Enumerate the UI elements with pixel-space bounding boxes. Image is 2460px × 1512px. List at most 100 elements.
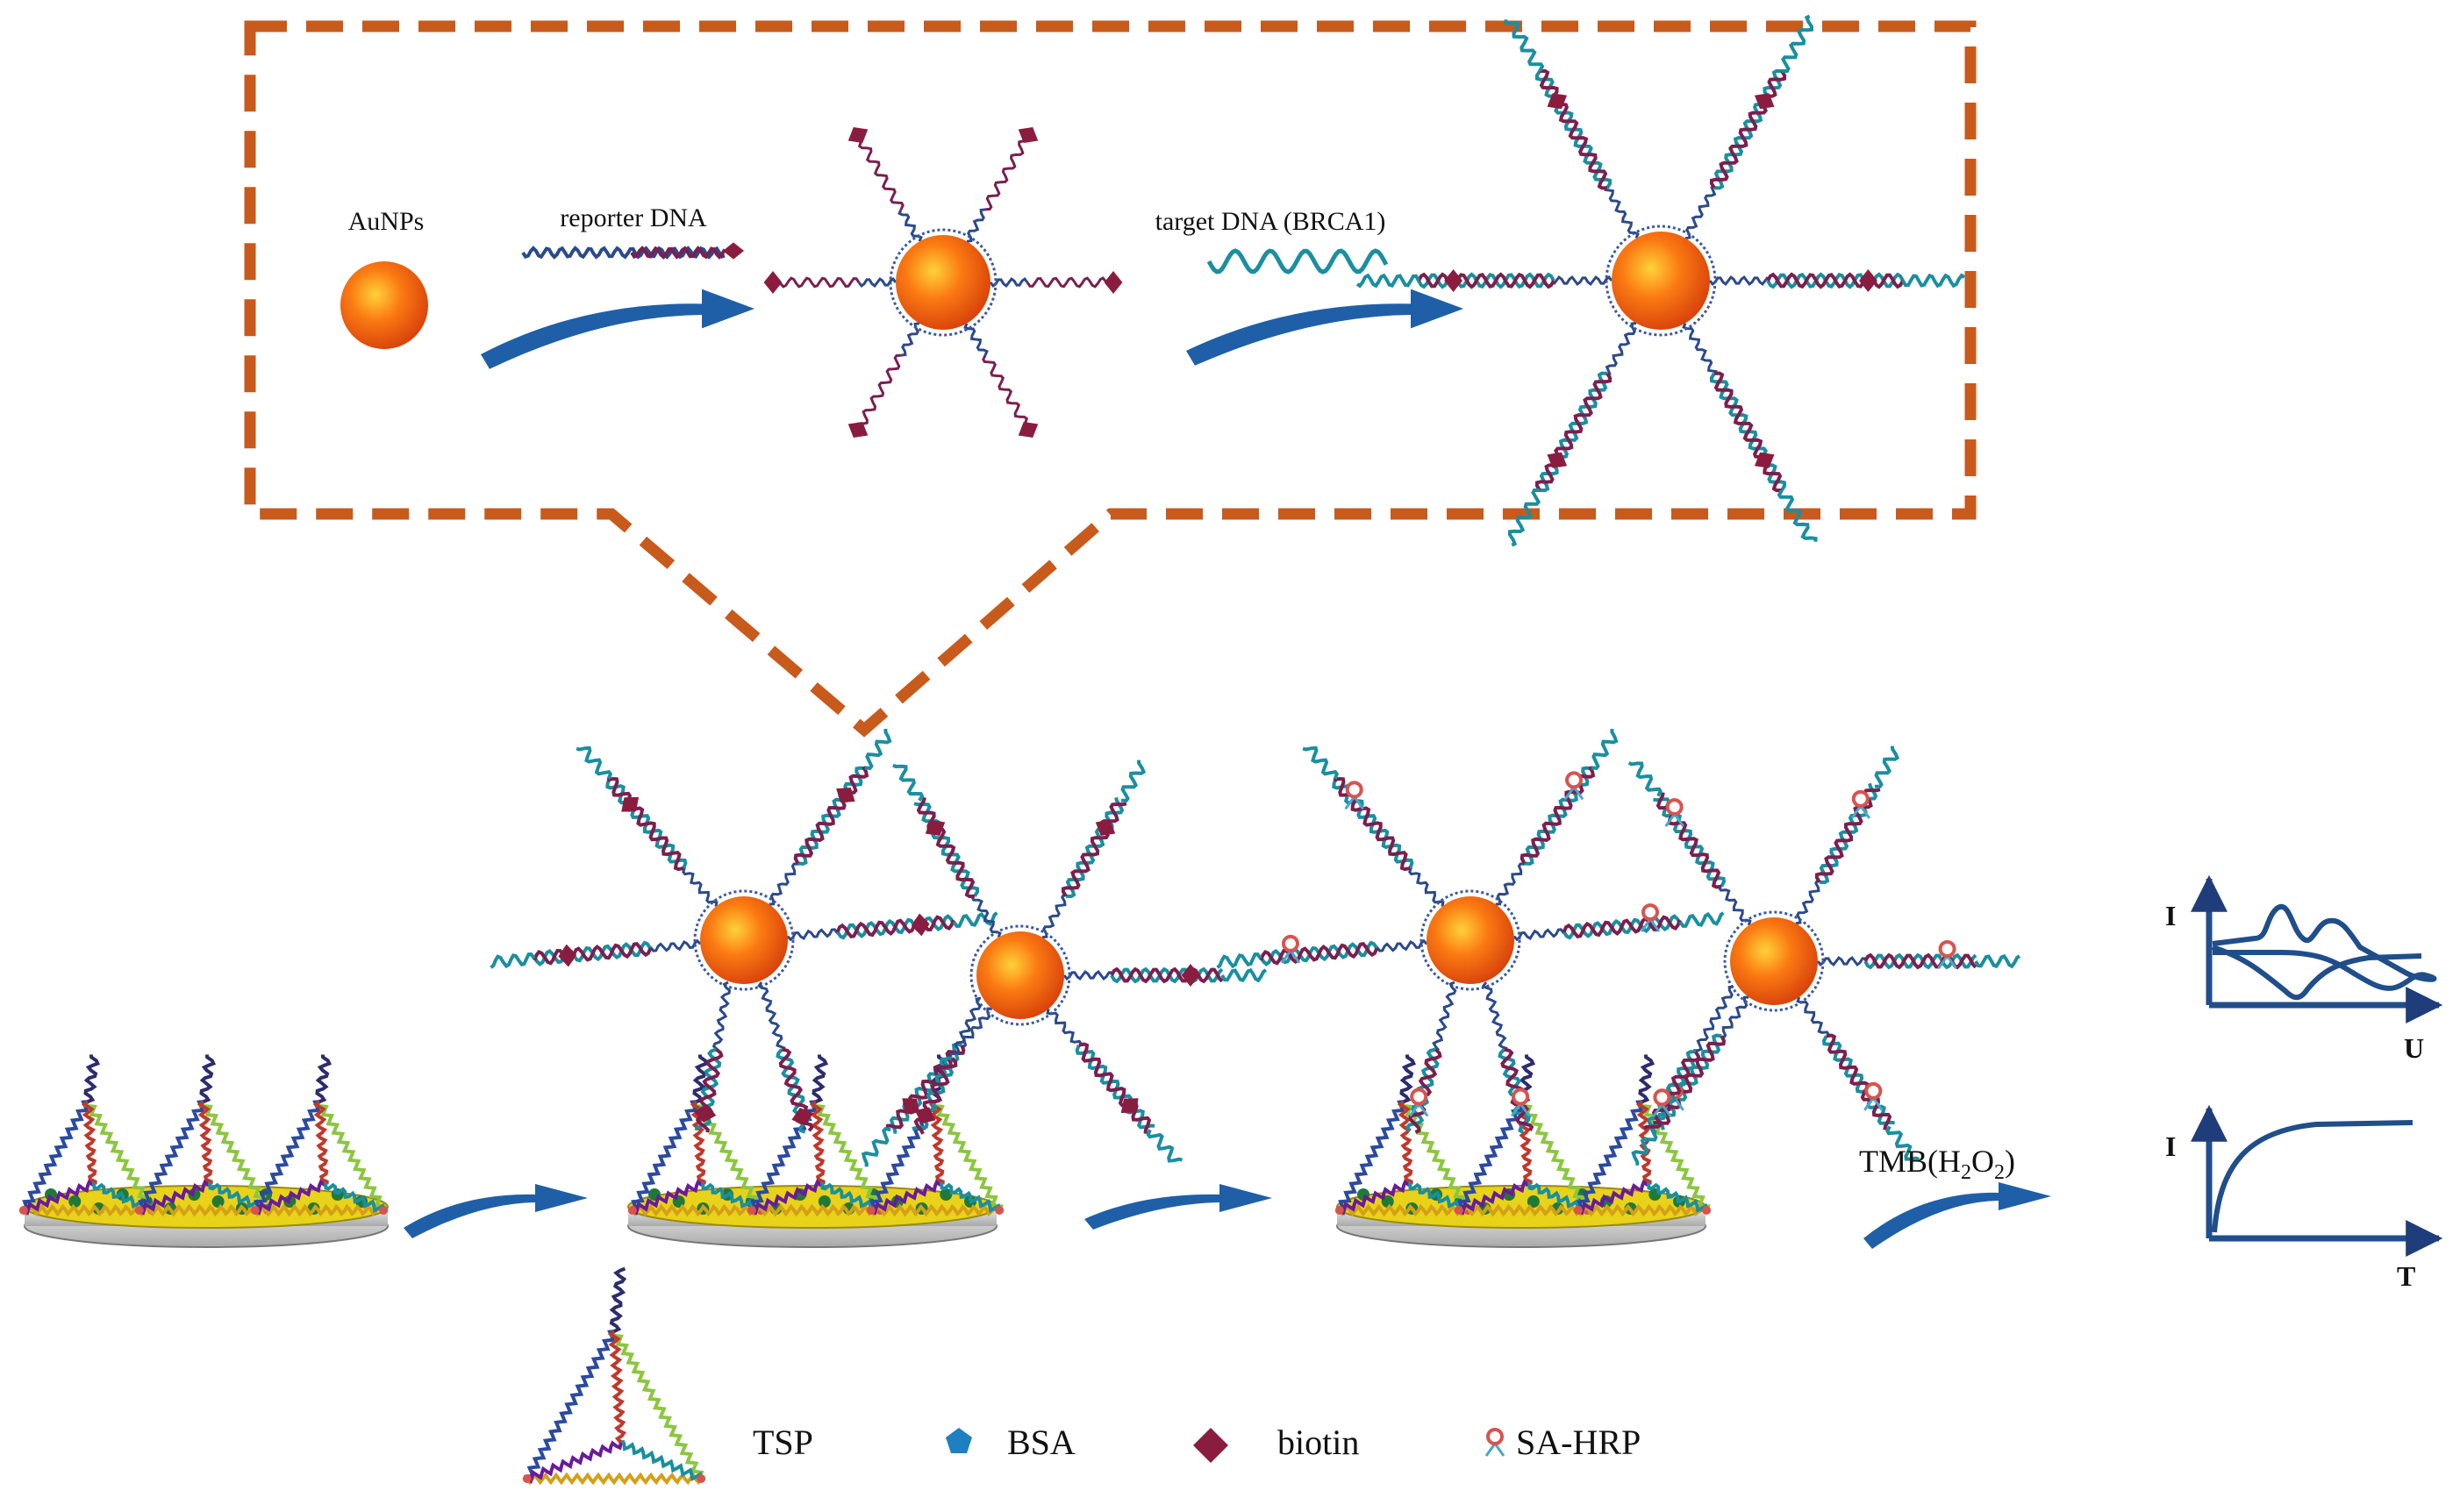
gold-nanoparticle <box>976 931 1064 1019</box>
cv-y-label: I <box>2165 900 2176 931</box>
electrode-with-sa-hrp <box>1334 1054 1712 1248</box>
tetrahedron-edge <box>1527 1181 1590 1214</box>
biotin-marker <box>763 271 783 294</box>
dna-linker <box>1408 867 1445 908</box>
target-dna-overhang <box>1974 953 2021 969</box>
tetrahedron-edge <box>83 1101 156 1211</box>
legend-tsp-label: TSP <box>753 1423 813 1462</box>
biotin-marker <box>693 1104 717 1123</box>
reporter-dna <box>533 942 653 966</box>
bsa-dot <box>1527 1195 1540 1208</box>
tetrahedron-edge <box>812 1101 884 1211</box>
reporter-dna <box>1814 788 1881 883</box>
process-arrow <box>404 1184 588 1238</box>
dna-linker <box>757 981 786 1050</box>
dna-linker <box>948 996 982 1058</box>
target-dna <box>1498 1048 1531 1134</box>
cv-plot: I U <box>2165 874 2443 1064</box>
biotin-marker <box>1104 271 1123 294</box>
dna-linker <box>1376 938 1428 952</box>
probe-strand <box>812 1054 829 1103</box>
tetrahedron-edge <box>22 1203 154 1217</box>
reporter-dna <box>771 276 861 289</box>
callout-border <box>244 20 1977 738</box>
bsa-dot <box>211 1195 225 1208</box>
thiol-anchor <box>995 1206 1005 1215</box>
tetrahedron-edge <box>81 1100 97 1185</box>
target-dna <box>1075 1045 1155 1130</box>
reporter-dna <box>1417 272 1555 289</box>
reporter-dna <box>854 353 902 430</box>
tetrahedron-edge <box>524 1330 616 1479</box>
tetrahedron-edge <box>197 1100 213 1185</box>
target-dna-overhang <box>861 1126 891 1167</box>
reporter-dna <box>1863 952 1977 970</box>
tetrahedron-edge <box>22 1179 95 1216</box>
dna-linker <box>1604 188 1640 239</box>
target-dna-overhang <box>1874 745 1900 788</box>
biotin-marker <box>847 422 869 439</box>
reporter-dna <box>916 796 976 899</box>
aunp-bare <box>340 261 428 349</box>
biotin-marker <box>558 944 577 967</box>
dna-linker <box>786 928 839 942</box>
aunp-dna-shell <box>969 924 1071 1026</box>
target-dna <box>1653 797 1727 888</box>
dna-linker <box>900 322 920 357</box>
tetrahedron-edge <box>820 1181 883 1214</box>
reporter-dna <box>982 354 1029 432</box>
dna-linker <box>1682 322 1718 374</box>
probe-strand <box>1399 1054 1417 1103</box>
tetrahedron-edge <box>312 1100 329 1185</box>
dna-linker <box>1495 862 1526 906</box>
dna-linker <box>1718 887 1752 926</box>
tetrahedron-edge <box>138 1100 205 1213</box>
bsa-dot <box>68 1195 82 1208</box>
target-dna-overhang <box>1302 745 1340 780</box>
legend-tsp-icon <box>522 1266 706 1486</box>
cv-curve <box>2212 903 2437 991</box>
target-dna-overhang <box>1627 761 1663 797</box>
gold-nanoparticle <box>700 896 788 984</box>
target-dna-overhang <box>1901 273 1966 289</box>
sa-hrp-marker <box>1484 1441 1505 1457</box>
tetrahedron-edge <box>750 1179 823 1216</box>
target-dna-overhang <box>1146 1129 1184 1163</box>
tetrahedron-edge <box>631 1100 698 1213</box>
reporter-dna <box>1539 68 1608 190</box>
reporter-dna <box>1826 1033 1892 1130</box>
reporter-dna <box>1061 802 1127 897</box>
dna-linker <box>1432 981 1457 1052</box>
tetrahedron-edge <box>526 1440 623 1484</box>
tetrahedron-edge <box>22 1100 89 1213</box>
reporter-dna <box>835 915 955 938</box>
aunp-dna-shell <box>889 228 998 337</box>
reporter-dna <box>793 766 869 865</box>
tetrahedron-edge <box>1338 1179 1411 1216</box>
tetrahedron-edge <box>931 1101 1004 1211</box>
gold-nanoparticle <box>1427 896 1514 984</box>
reporter-dna-label: reporter DNA <box>560 203 707 232</box>
dna-linker <box>1816 956 1865 966</box>
thiol-anchor <box>250 1206 260 1215</box>
amperometry-plot: I T <box>2165 1104 2443 1292</box>
dna-linker <box>649 938 702 952</box>
biotin-marker <box>1181 964 1200 987</box>
tetrahedron-edge <box>138 1179 211 1216</box>
dna-linker <box>962 1007 992 1048</box>
aunp-reporter-conjugate <box>763 126 1123 439</box>
thiol-anchor <box>1702 1206 1712 1215</box>
biotin-marker <box>1120 1098 1139 1113</box>
thiol-anchor <box>134 1206 144 1215</box>
biotin-marker <box>1547 93 1568 110</box>
biotin-marker <box>1547 452 1568 468</box>
biotin-marker <box>1444 269 1462 292</box>
process-arrow <box>1863 1182 2051 1249</box>
legend-biotin-label: biotin <box>1277 1423 1359 1462</box>
thiol-anchor <box>1573 1206 1583 1215</box>
target-dna-overhang <box>952 911 998 928</box>
tetrahedron-edge <box>1338 1100 1405 1213</box>
dna-linker <box>1605 322 1637 376</box>
reporter-dna <box>1709 69 1787 189</box>
